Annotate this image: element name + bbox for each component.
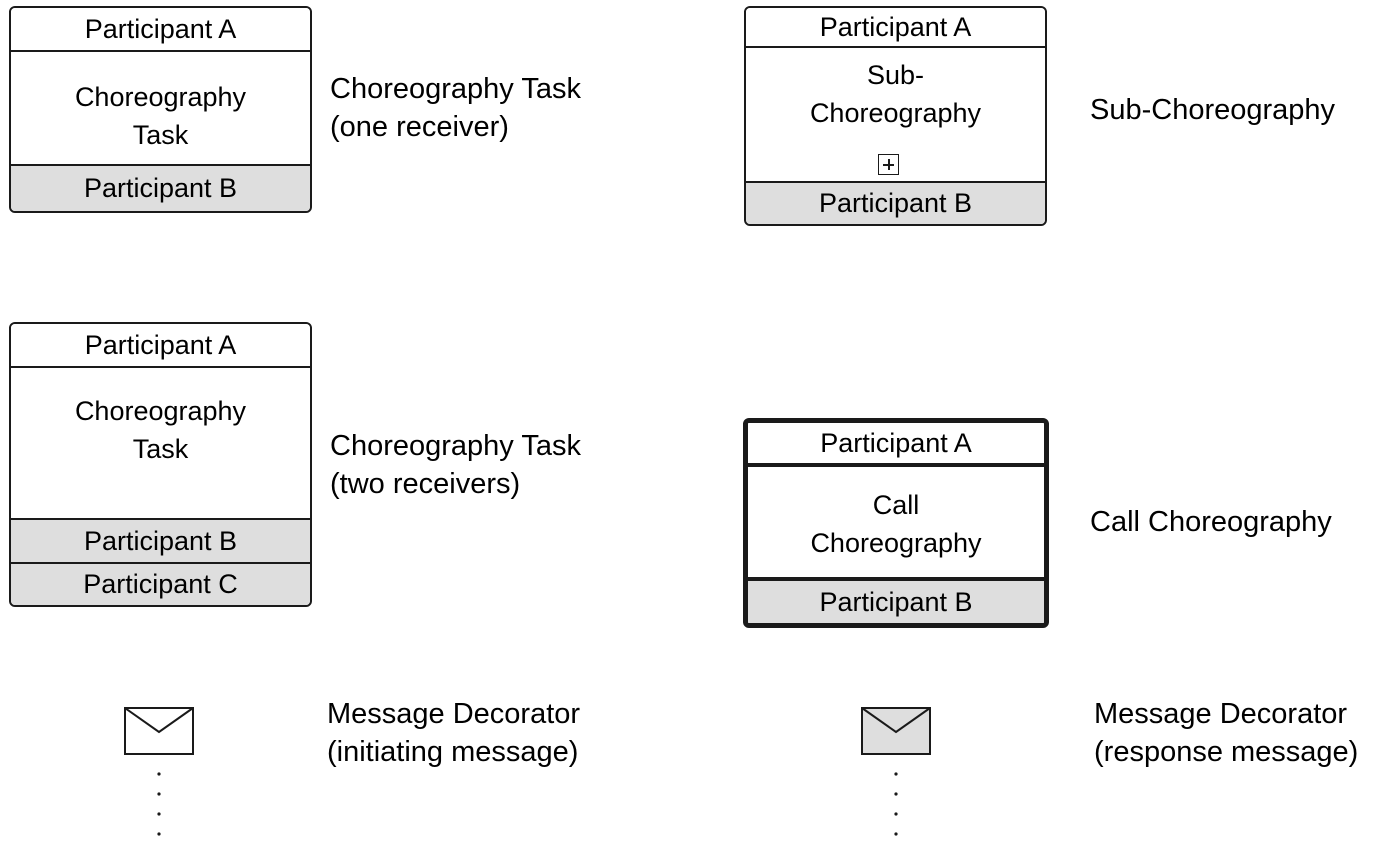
sub-choreography: Participant A Sub- Choreography Particip… — [744, 6, 1047, 226]
envelope-icon — [861, 707, 931, 755]
initiating-participant-band: Participant A — [11, 8, 310, 52]
call-choreography: Participant A Call Choreography Particip… — [743, 418, 1049, 628]
label-line-1: Message Decorator — [327, 698, 581, 730]
label-line-1: Message Decorator — [1094, 698, 1348, 730]
label-line-2: (response message) — [1094, 736, 1359, 768]
label-line-1: Choreography Task — [330, 430, 581, 462]
receiving-participant-band: Participant B — [746, 181, 1045, 224]
dotted-connector — [894, 772, 898, 836]
task-name-line-1: Choreography — [74, 396, 247, 426]
receiving-participant-band: Participant B — [748, 577, 1044, 623]
dotted-connector — [157, 772, 161, 836]
task-name-line-1: Choreography — [74, 82, 247, 112]
name-line-2: Choreography — [809, 98, 982, 128]
label-line-2: (initiating message) — [327, 736, 579, 768]
choreography-task-two-receivers-label: Choreography Task (two receivers) — [330, 427, 581, 503]
call-choreography-name: Call Choreography — [748, 486, 1044, 562]
label-line-2: (two receivers) — [330, 468, 521, 500]
plus-icon — [878, 154, 899, 175]
choreography-task-two-receivers: Participant A Choreography Task Particip… — [9, 322, 312, 607]
initiating-participant-band: Participant A — [748, 423, 1044, 467]
receiving-participant-band: Participant B — [11, 164, 310, 211]
name-line-2: Choreography — [810, 528, 982, 558]
label-line-2: (one receiver) — [330, 111, 509, 143]
initiating-participant-band: Participant A — [11, 324, 310, 368]
call-choreography-label: Call Choreography — [1090, 503, 1332, 541]
envelope-icon — [124, 707, 194, 755]
initiating-participant-band: Participant A — [746, 8, 1045, 48]
message-response-label: Message Decorator (response message) — [1094, 695, 1358, 771]
label-line-1: Choreography Task — [330, 73, 581, 105]
task-name-line-2: Task — [132, 434, 189, 464]
receiving-participant-band-2: Participant C — [11, 562, 310, 605]
sub-choreography-name: Sub- Choreography — [746, 56, 1045, 132]
receiving-participant-band-1: Participant B — [11, 518, 310, 562]
label-line-1: Call Choreography — [1090, 506, 1332, 538]
choreography-task-one-receiver-label: Choreography Task (one receiver) — [330, 70, 581, 146]
label-line-1: Sub-Choreography — [1090, 94, 1336, 126]
name-line-1: Sub- — [866, 60, 925, 90]
sub-choreography-label: Sub-Choreography — [1090, 91, 1335, 129]
task-name-line-2: Task — [132, 120, 189, 150]
task-name: Choreography Task — [11, 392, 310, 468]
name-line-1: Call — [872, 490, 920, 520]
task-name: Choreography Task — [11, 78, 310, 154]
choreography-task-one-receiver: Participant A Choreography Task Particip… — [9, 6, 312, 213]
message-initiating-label: Message Decorator (initiating message) — [327, 695, 580, 771]
